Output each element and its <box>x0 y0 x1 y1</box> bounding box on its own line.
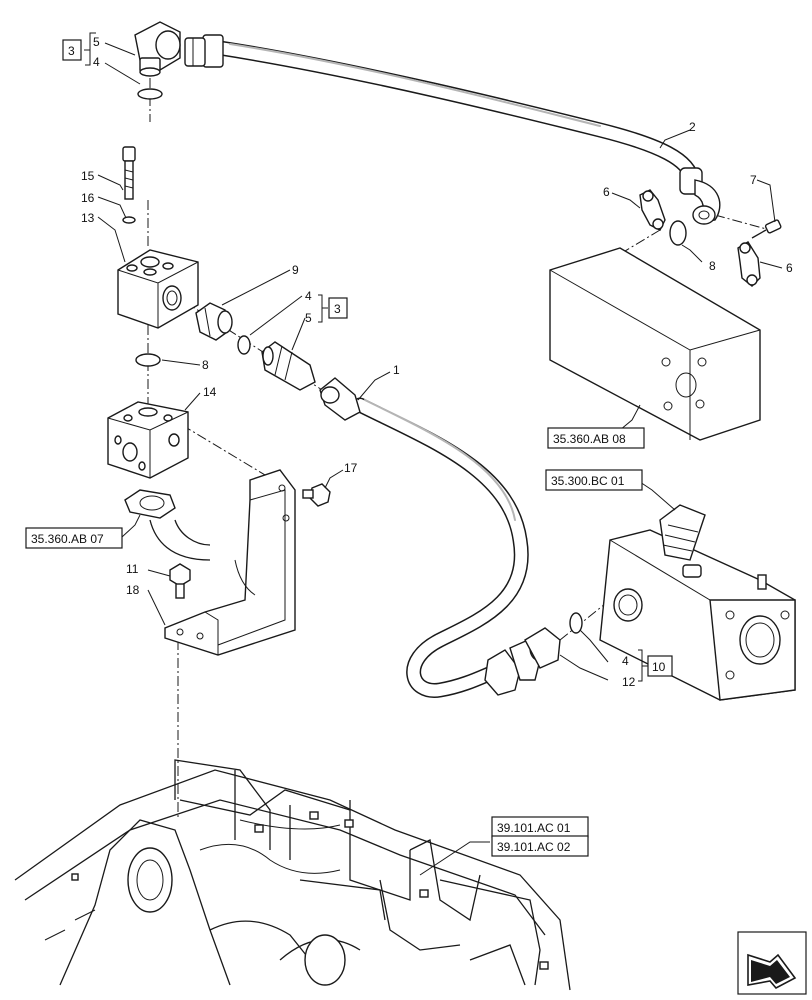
callout-4a: 4 <box>93 55 100 69</box>
bolt-17 <box>302 483 331 507</box>
washer-16 <box>122 216 136 224</box>
callout-18: 18 <box>126 583 140 597</box>
callout-5a: 5 <box>93 35 100 49</box>
o-ring-8-right <box>669 220 687 246</box>
hose-assembly-1 <box>319 377 547 698</box>
adapter-12 <box>524 627 561 669</box>
kit-label-3a: 3 <box>68 44 75 58</box>
o-ring-4-right <box>569 612 583 634</box>
callout-11: 11 <box>126 562 139 576</box>
reference-link-39-101-ac-02[interactable]: 39.101.AC 02 <box>491 835 589 857</box>
valve-block-13 <box>117 249 199 329</box>
reference-label-ab08: 35.360.AB 08 <box>553 432 626 446</box>
callout-15: 15 <box>81 169 95 183</box>
callout-7: 7 <box>750 173 757 187</box>
kit-box-3b: 3 <box>328 297 348 319</box>
reference-label-bc01: 35.300.BC 01 <box>551 474 625 488</box>
reference-label-ab07: 35.360.AB 07 <box>31 532 104 546</box>
cap-screw-15 <box>122 146 136 200</box>
bolt-11 <box>169 563 191 599</box>
elbow-fitting-5-top <box>134 21 181 77</box>
bolt-7 <box>751 219 782 239</box>
callout-14: 14 <box>203 385 217 399</box>
callout-16: 16 <box>81 191 95 205</box>
callout-13: 13 <box>81 211 95 225</box>
callout-4b: 4 <box>305 289 312 303</box>
callout-8a: 8 <box>202 358 209 372</box>
adapter-9 <box>195 302 233 341</box>
callout-2: 2 <box>689 120 696 134</box>
callout-12: 12 <box>622 675 636 689</box>
callout-9: 9 <box>292 263 299 277</box>
hose-assembly-2 <box>184 34 721 225</box>
o-ring-4-top <box>137 88 163 100</box>
reference-label-ac02: 39.101.AC 02 <box>497 840 571 854</box>
next-page-arrow-icon[interactable] <box>737 931 807 995</box>
leader-lines <box>84 32 783 876</box>
reference-link-35-300-bc-01[interactable]: 35.300.BC 01 <box>545 469 643 491</box>
callout-5b: 5 <box>305 311 312 325</box>
o-ring-8-left <box>135 353 161 367</box>
flange-partial <box>124 489 211 561</box>
callout-6b: 6 <box>786 261 793 275</box>
valve-body-bc01 <box>599 504 796 701</box>
reference-label-ac01: 39.101.AC 01 <box>497 821 571 835</box>
bracket-k3a <box>84 32 96 66</box>
split-flange-6-left <box>639 189 666 231</box>
callout-4c: 4 <box>622 654 629 668</box>
valve-block-14 <box>107 401 189 479</box>
bracket-k3b <box>318 294 328 323</box>
bracket-18 <box>164 469 296 656</box>
machine-frame <box>14 759 571 991</box>
reference-link-35-360-ab-07[interactable]: 35.360.AB 07 <box>25 527 123 549</box>
kit-label-3b: 3 <box>334 302 341 316</box>
bracket-k10 <box>638 649 648 682</box>
kit-label-10: 10 <box>652 660 666 674</box>
callout-6a: 6 <box>603 185 610 199</box>
callout-17: 17 <box>344 461 358 475</box>
callout-numbers: 5 4 15 16 13 2 6 7 8 6 9 4 5 8 1 14 17 1… <box>81 35 793 689</box>
reference-link-35-360-ab-08[interactable]: 35.360.AB 08 <box>547 427 645 449</box>
kit-box-10: 10 <box>647 655 673 677</box>
split-flange-6-right <box>737 241 761 287</box>
o-ring-4-mid <box>237 335 251 355</box>
reference-link-39-101-ac-01[interactable]: 39.101.AC 01 <box>491 816 589 838</box>
manifold-block-ab08 <box>549 247 761 441</box>
callout-1: 1 <box>393 363 400 377</box>
straight-fitting-5 <box>261 341 316 391</box>
callout-8b: 8 <box>709 259 716 273</box>
kit-box-3a: 3 <box>62 39 82 61</box>
